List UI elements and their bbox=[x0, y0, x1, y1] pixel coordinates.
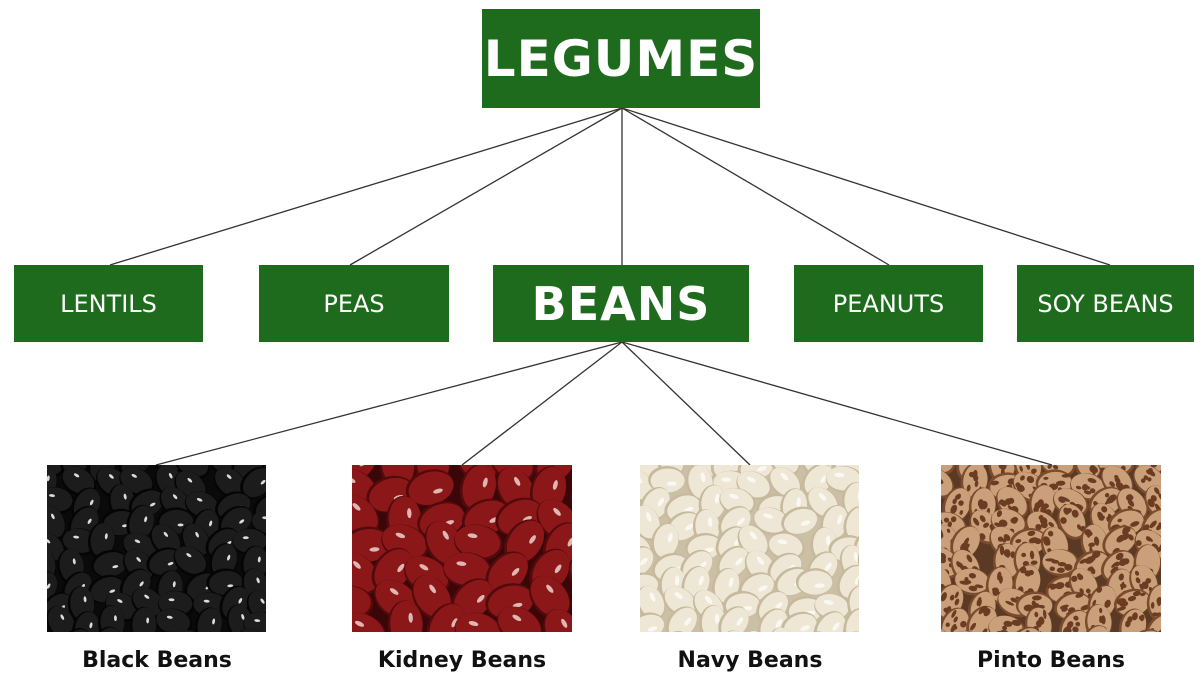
navy-beans-caption: Navy Beans bbox=[620, 648, 880, 673]
node-soy-beans-label: SOY BEANS bbox=[1037, 290, 1173, 318]
navy-beans-image bbox=[640, 465, 859, 632]
kidney-beans-caption: Kidney Beans bbox=[332, 648, 592, 673]
node-peas: PEAS bbox=[259, 265, 449, 342]
bean-texture bbox=[352, 465, 572, 632]
node-beans-label: BEANS bbox=[532, 277, 711, 331]
bean-texture bbox=[640, 465, 859, 632]
connector-legumes-lentils bbox=[110, 108, 622, 265]
node-beans: BEANS bbox=[493, 265, 749, 342]
black-beans-image bbox=[47, 465, 266, 632]
node-lentils: LENTILS bbox=[14, 265, 203, 342]
node-peanuts-label: PEANUTS bbox=[833, 290, 944, 318]
connector-legumes-peanuts bbox=[622, 108, 889, 265]
node-peas-label: PEAS bbox=[323, 290, 384, 318]
black-beans-caption: Black Beans bbox=[27, 648, 287, 673]
connector-beans-black bbox=[156, 342, 622, 465]
connector-beans-kidney bbox=[462, 342, 622, 465]
kidney-beans-image bbox=[352, 465, 572, 632]
node-legumes-label: LEGUMES bbox=[484, 30, 759, 88]
bean-texture bbox=[941, 465, 1161, 632]
pinto-beans-image bbox=[941, 465, 1161, 632]
node-lentils-label: LENTILS bbox=[60, 290, 157, 318]
node-legumes: LEGUMES bbox=[482, 9, 760, 108]
node-peanuts: PEANUTS bbox=[794, 265, 983, 342]
bean-texture bbox=[47, 465, 266, 632]
connector-legumes-peas bbox=[350, 108, 622, 265]
connector-legumes-soy bbox=[622, 108, 1110, 265]
node-soy-beans: SOY BEANS bbox=[1017, 265, 1194, 342]
pinto-beans-caption: Pinto Beans bbox=[921, 648, 1181, 673]
